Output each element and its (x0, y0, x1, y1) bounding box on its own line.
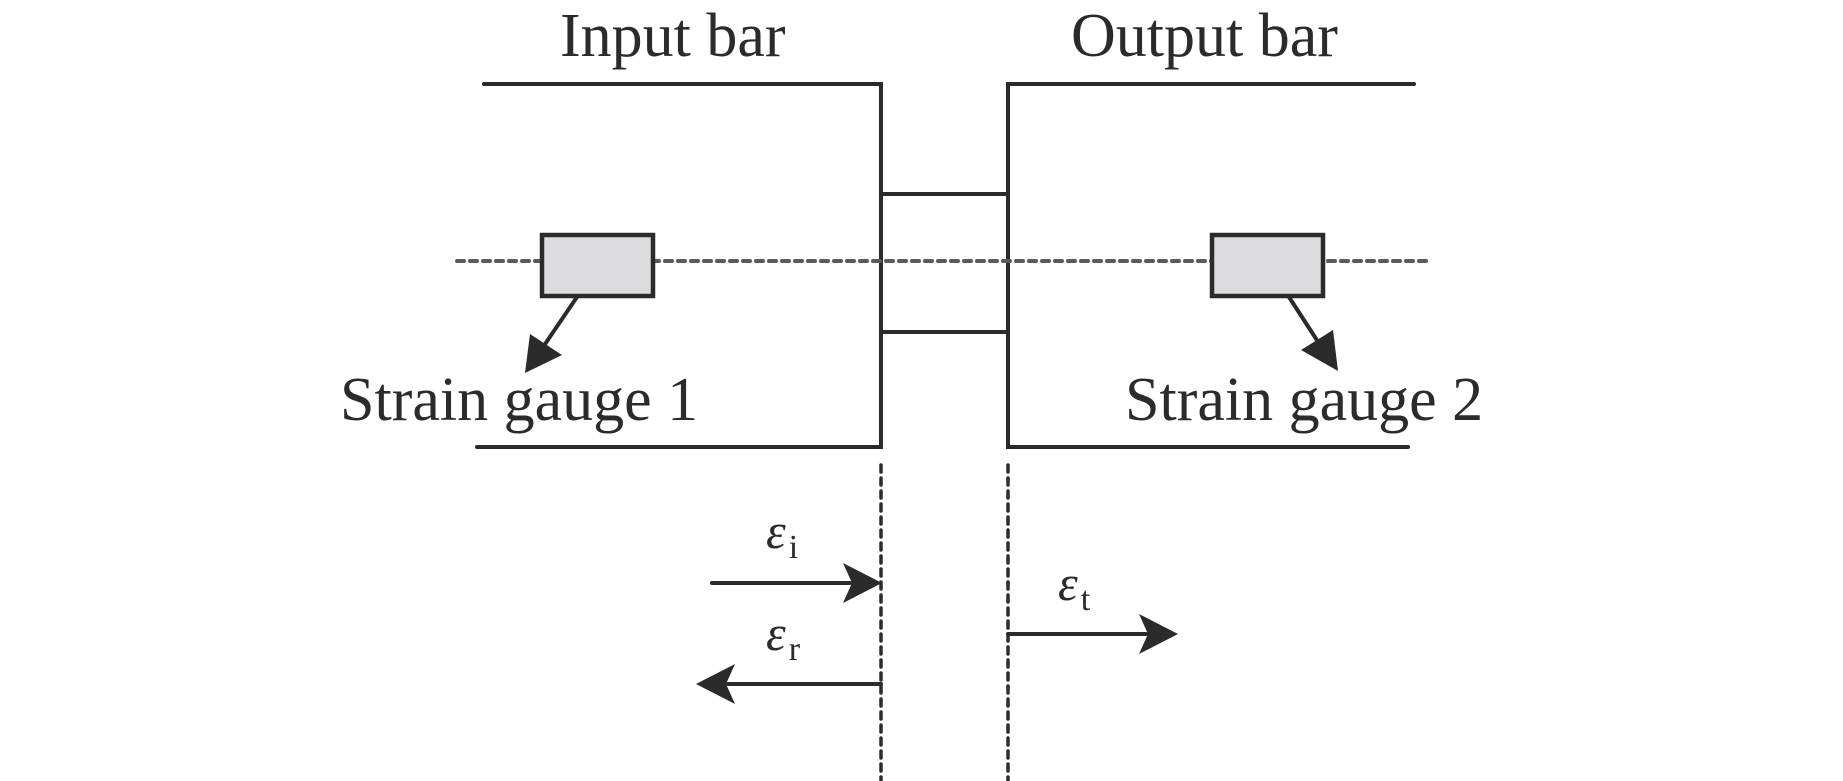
strain-gauge-1-arrowhead (525, 334, 562, 373)
input-bar (475, 82, 883, 449)
transmitted-subscript: t (1081, 581, 1091, 618)
strain-gauge-2-box (1209, 232, 1326, 299)
output-bar-label: Output bar (1071, 2, 1338, 70)
reflected-wave-label: εr (766, 605, 801, 668)
strain-gauge-2-arrow-shaft (1287, 295, 1324, 350)
strain-gauge-2-arrowhead (1301, 330, 1338, 371)
transmitted-wave-label: εt (1058, 555, 1091, 618)
strain-gauge-1-box (539, 232, 656, 299)
epsilon-symbol: ε (766, 503, 786, 559)
strain-gauge-2: Strain gauge 2 (1125, 232, 1483, 434)
transmitted-wave: εt (1006, 555, 1178, 654)
specimen (879, 192, 1010, 334)
strain-gauge-2-label: Strain gauge 2 (1125, 366, 1483, 434)
input-bar-label: Input bar (560, 2, 786, 70)
output-bar-outline (1006, 82, 1416, 449)
output-bar (1006, 82, 1416, 449)
epsilon-symbol: ε (1058, 555, 1078, 611)
reflected-wave: εr (696, 605, 883, 704)
reflected-subscript: r (789, 631, 801, 668)
input-bar-outline (475, 82, 883, 449)
strain-gauge-1-label: Strain gauge 1 (340, 366, 698, 434)
strain-gauge-1: Strain gauge 1 (340, 232, 698, 434)
incident-wave: εi (710, 503, 882, 603)
incident-wave-label: εi (766, 503, 798, 566)
transmitted-wave-arrowhead (1139, 614, 1178, 654)
reflected-wave-arrowhead (696, 664, 735, 704)
incident-wave-arrowhead (843, 563, 882, 603)
strain-gauge-1-arrow-shaft (539, 295, 579, 352)
incident-subscript: i (789, 529, 798, 566)
epsilon-symbol: ε (766, 605, 786, 661)
